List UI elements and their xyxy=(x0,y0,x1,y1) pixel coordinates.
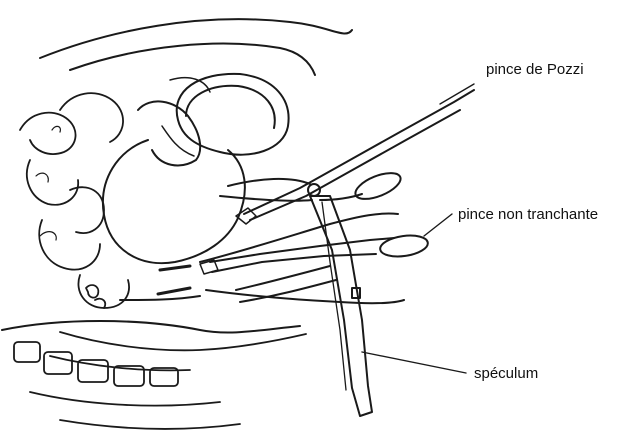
leader-line-nontranchante xyxy=(424,214,452,236)
label-pince-de-pozzi: pince de Pozzi xyxy=(486,62,584,77)
speculum-instrument xyxy=(220,179,372,416)
intestines xyxy=(20,93,129,308)
label-speculum: spéculum xyxy=(474,366,538,381)
body-outline xyxy=(2,19,352,332)
leader-lines xyxy=(362,84,474,373)
nontranchante-forceps xyxy=(158,233,429,294)
label-pince-non-tranchante: pince non tranchante xyxy=(458,207,598,222)
uterus xyxy=(103,101,245,263)
leader-line-speculum xyxy=(362,352,466,373)
vertebrae xyxy=(14,342,240,429)
canal xyxy=(50,213,404,370)
pozzi-forceps xyxy=(236,90,474,224)
